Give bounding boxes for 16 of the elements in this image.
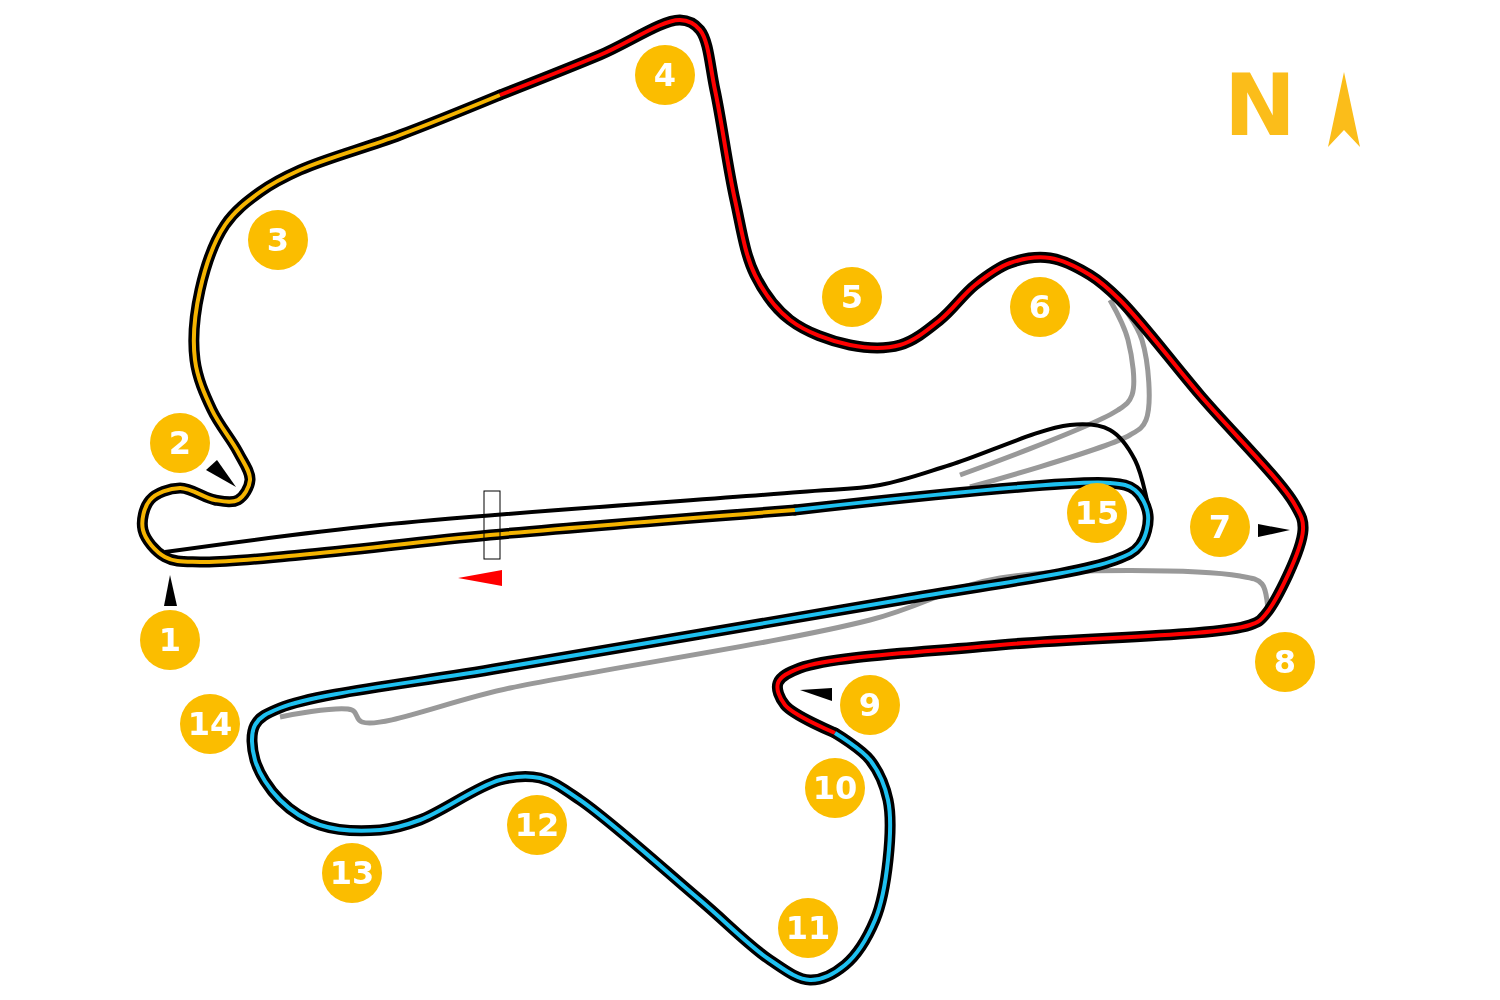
corner-marker: 2: [150, 413, 210, 473]
corner-marker: 7: [1190, 497, 1250, 557]
corner-marker: 14: [180, 694, 240, 754]
corner-marker: 6: [1010, 277, 1070, 337]
corner-marker: 5: [822, 267, 882, 327]
corner-marker: 8: [1255, 632, 1315, 692]
corner-marker: 9: [840, 675, 900, 735]
corner-marker: 13: [322, 843, 382, 903]
corner-marker: 15: [1067, 483, 1127, 543]
corner-marker: 4: [635, 45, 695, 105]
corner-marker: 3: [248, 210, 308, 270]
corner-marker: 12: [507, 795, 567, 855]
corner-marker: 1: [140, 610, 200, 670]
north-label: N: [1224, 62, 1296, 148]
corner-marker: 10: [805, 758, 865, 818]
corner-marker: 11: [778, 898, 838, 958]
